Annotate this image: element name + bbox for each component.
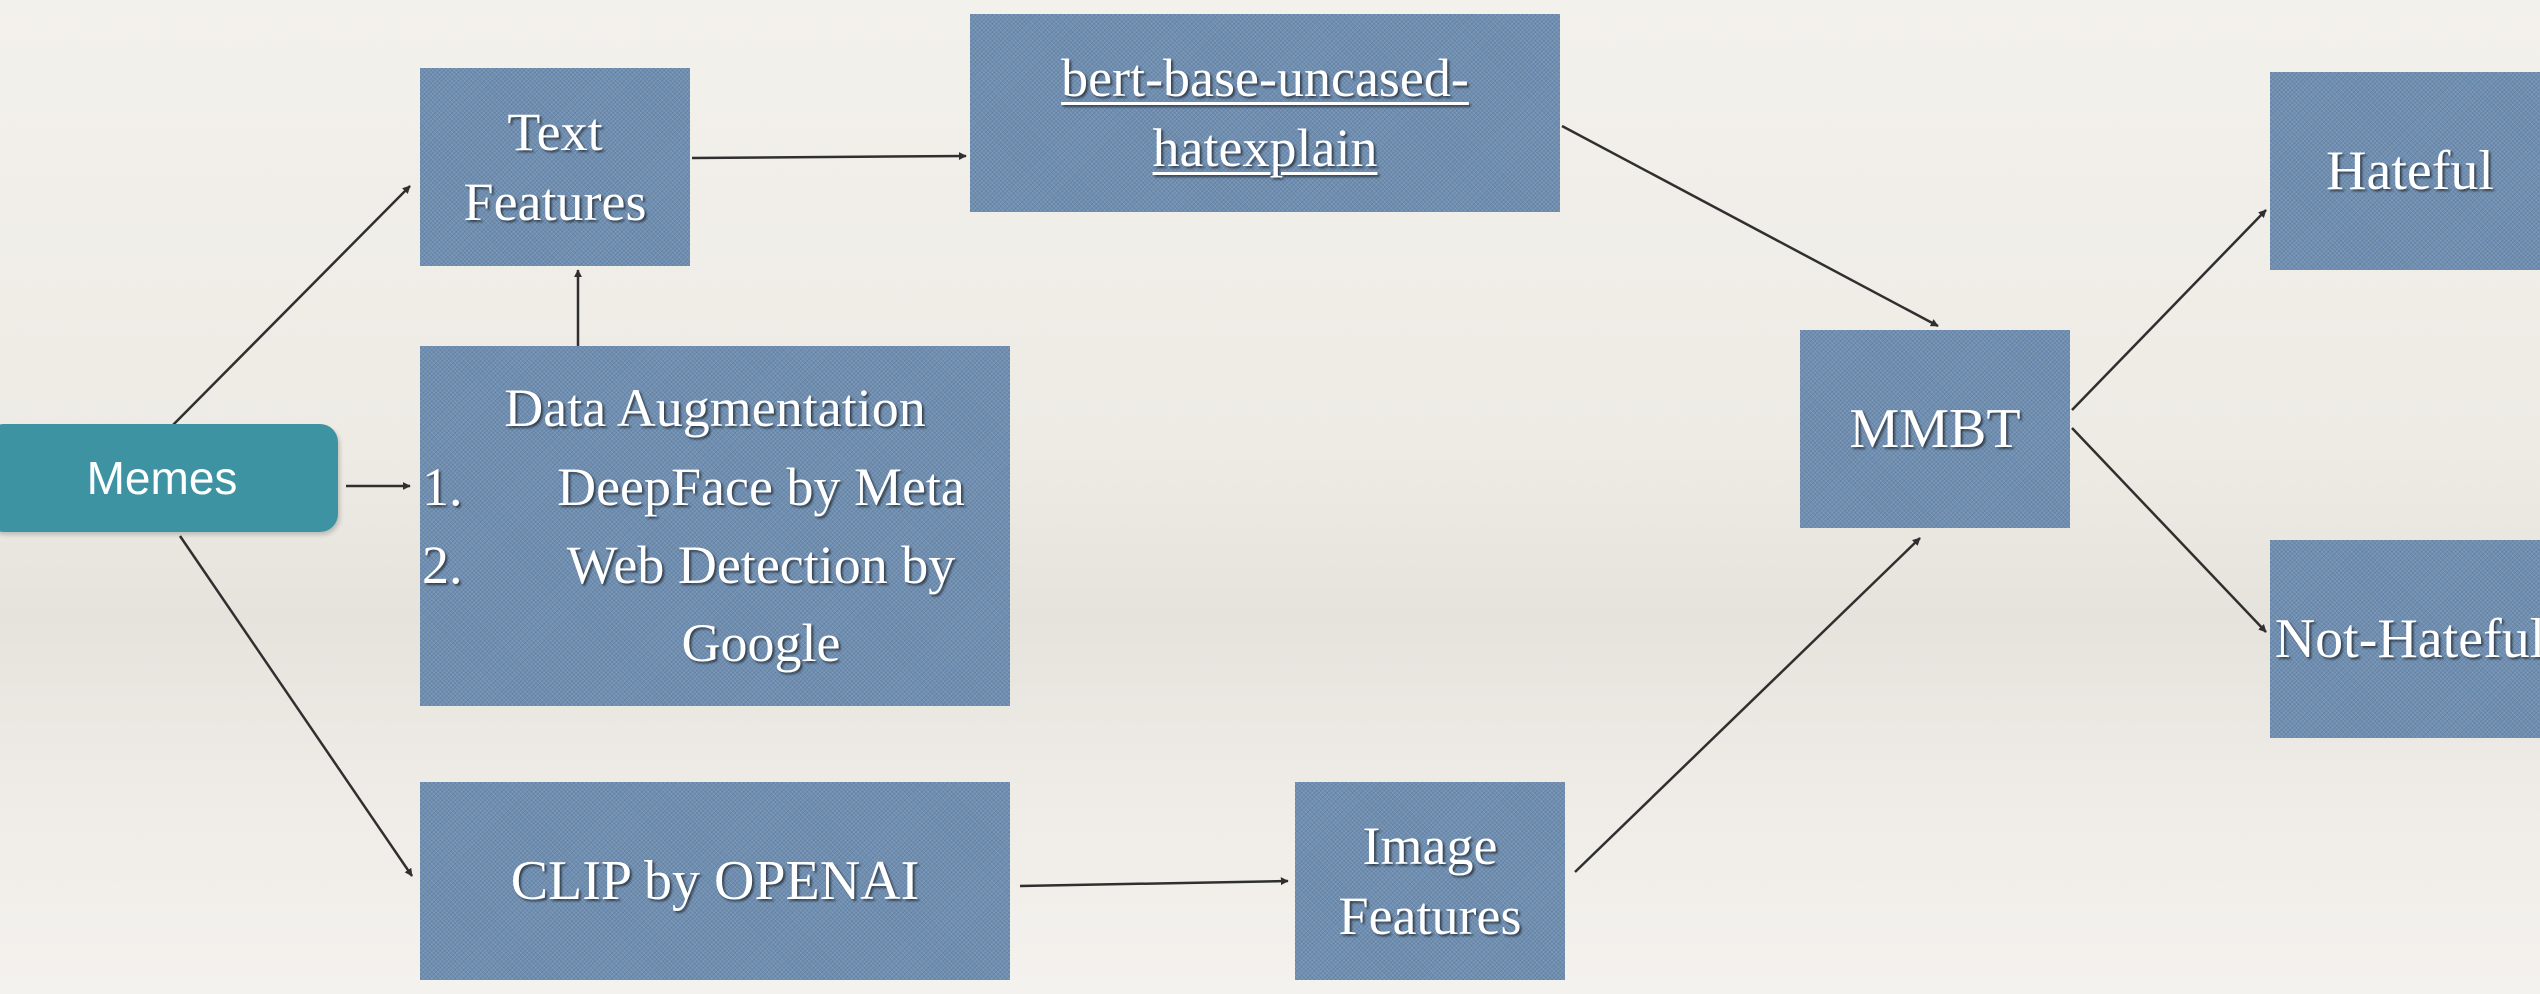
- clip-model-label: CLIP by OPENAI: [510, 849, 920, 912]
- list-number: 2.: [422, 535, 463, 595]
- list-number: 1.: [422, 456, 463, 517]
- clip-model-node: CLIP by OPENAI: [420, 782, 1010, 980]
- memes-node: Memes: [0, 424, 338, 532]
- arrow-mmbt-to-not-hateful: [2071, 427, 2267, 633]
- arrow-image-features-to-mmbt: [1574, 537, 1921, 873]
- arrow-memes-to-clip: [178, 535, 414, 877]
- text-features-label: Text Features: [463, 101, 647, 232]
- bert-model-label: bert-base-uncased-hatexplain: [1061, 47, 1469, 178]
- not-hateful-label: Not-Hateful: [2274, 607, 2540, 670]
- list-item-label: DeepFace by Meta: [557, 456, 965, 517]
- mmbt-label: MMBT: [1849, 397, 2021, 460]
- hateful-output-node: Hateful: [2270, 72, 2540, 270]
- data-augmentation-title: Data Augmentation: [504, 378, 926, 439]
- mmbt-node: MMBT: [1800, 330, 2070, 528]
- arrow-text-features-to-bert: [691, 152, 967, 161]
- not-hateful-output-node: Not-Hateful: [2270, 540, 2540, 738]
- memes-label: Memes: [86, 452, 238, 504]
- arrow-memes-to-text-features: [169, 185, 411, 429]
- arrow-mmbt-to-hateful: [2071, 209, 2267, 411]
- hateful-label: Hateful: [2326, 139, 2494, 202]
- image-features-label: Image Features: [1338, 815, 1522, 946]
- list-item-label: Web Detection by Google: [566, 535, 956, 674]
- text-features-node: Text Features: [420, 68, 690, 266]
- data-augmentation-node: Data Augmentation 1. DeepFace by Meta 2.…: [420, 346, 1010, 706]
- augmentation-list-item: 1. DeepFace by Meta: [420, 448, 1010, 526]
- arrow-bert-to-mmbt: [1561, 124, 1939, 328]
- image-features-node: Image Features: [1295, 782, 1565, 980]
- augmentation-list-item: 2. Web Detection by Google: [420, 526, 1010, 683]
- arrow-clip-to-image-features: [1019, 877, 1289, 888]
- bert-model-node: bert-base-uncased-hatexplain: [970, 14, 1560, 212]
